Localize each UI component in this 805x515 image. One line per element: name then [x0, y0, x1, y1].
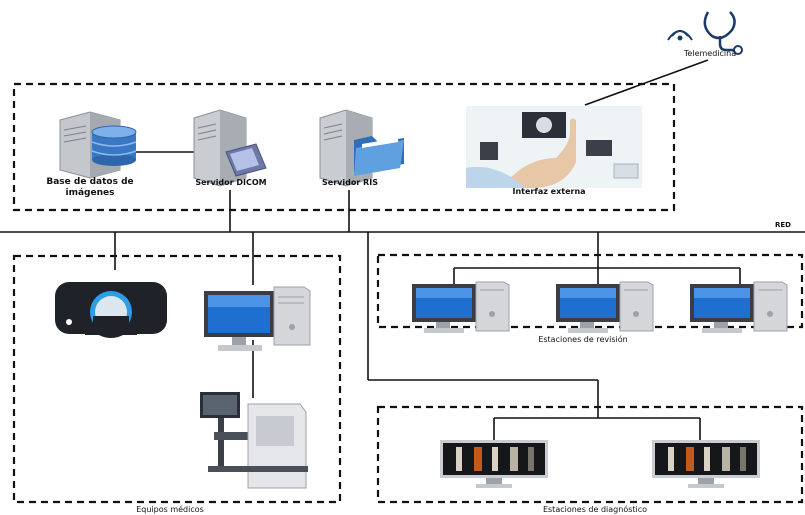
ris-server-icon: [319, 109, 404, 187]
database-label-line1: Base de datos de: [46, 177, 134, 187]
touch-interface-image: [466, 106, 642, 188]
database-label-line2: imágenes: [65, 188, 115, 198]
network-label: RED: [775, 221, 791, 229]
dicom-server-label: Servidor DICOM: [195, 178, 267, 187]
desktop-computer-icon: [556, 281, 654, 333]
xray-station-icon: [200, 392, 308, 489]
external-interface-label: Interfaz externa: [512, 187, 586, 196]
database-label: Base de datos de imágenes: [30, 177, 150, 199]
ris-server-label: Servidor RIS: [322, 178, 378, 187]
stethoscope-signal-icon: [667, 11, 743, 55]
desktop-computer-icon: [412, 281, 510, 333]
diagnostic-stations-group-box: [376, 405, 804, 504]
medical-equipment-group-box: [12, 254, 342, 504]
diagnostic-monitor-icon: [440, 440, 548, 488]
medical-equipment-label: Equipos médicos: [136, 505, 204, 514]
review-stations-label: Estaciones de revisión: [538, 335, 628, 344]
telemedicina-label: Telemedicina: [683, 49, 737, 58]
desktop-computer-icon: [204, 286, 311, 351]
dicom-server-icon: [193, 109, 267, 187]
database-server-icon: [59, 111, 137, 179]
desktop-computer-icon: [690, 281, 788, 333]
telemedicine-link: [584, 59, 709, 106]
diagnostic-stations-label: Estaciones de diagnóstico: [542, 505, 648, 514]
ct-scanner-icon: [55, 282, 167, 338]
servers-group-box: [12, 82, 676, 212]
diagnostic-monitor-icon: [652, 440, 760, 488]
